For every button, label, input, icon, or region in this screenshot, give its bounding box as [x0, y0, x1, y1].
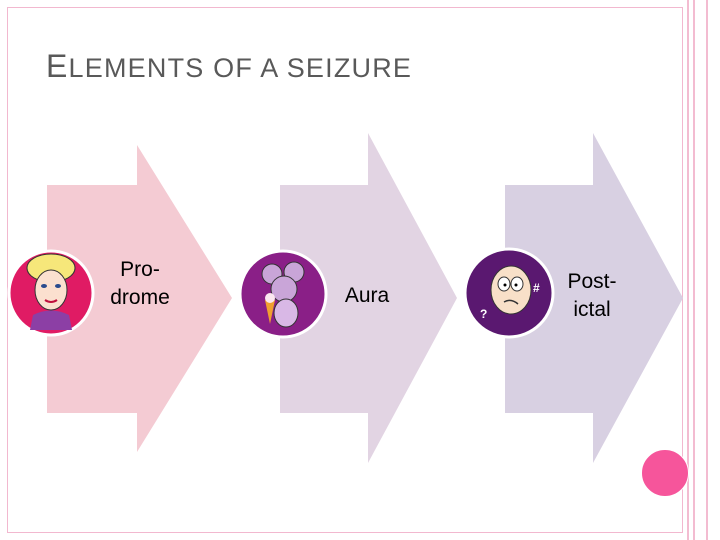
step-prodrome: Pro- drome — [9, 145, 232, 452]
step-aura: Aura — [240, 133, 457, 463]
step-label: Aura — [345, 284, 390, 307]
step-label: Post- — [567, 270, 616, 293]
step-label: Pro- — [120, 258, 160, 281]
svg-text:?: ? — [480, 307, 487, 321]
svg-text:#: # — [533, 281, 540, 295]
step-label: drome — [110, 286, 170, 309]
accent-dot — [641, 449, 689, 497]
step-postictal: ? # Post- ictal — [465, 133, 683, 463]
step-label: ictal — [573, 298, 610, 321]
